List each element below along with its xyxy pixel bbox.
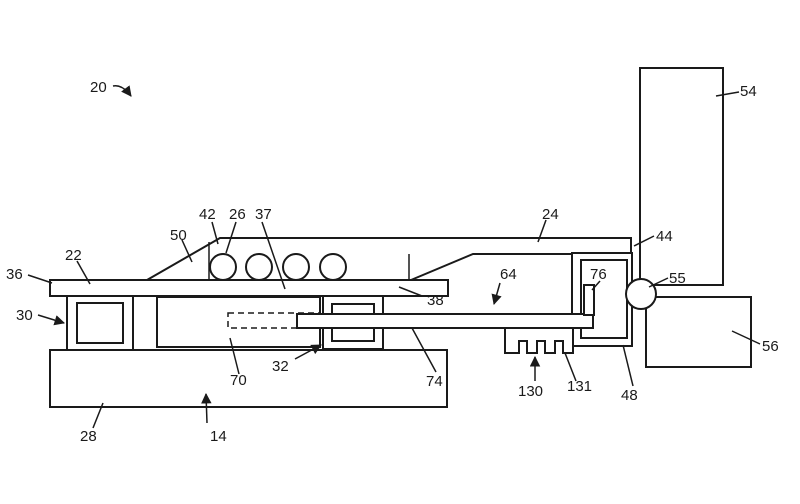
leader-28: [92, 402, 104, 429]
rod-end-pin: [583, 284, 595, 316]
ref-label-42: 42: [199, 206, 216, 223]
arrow-32: [294, 344, 322, 360]
ref-label-36: 36: [6, 266, 23, 283]
leader-37: [261, 221, 286, 290]
leader-70: [229, 337, 240, 375]
base-block: [49, 349, 448, 408]
roller-1: [209, 253, 237, 281]
ref-label-131: 131: [567, 378, 592, 395]
leader-131: [564, 352, 577, 382]
roller-4: [319, 253, 347, 281]
ref-label-26: 26: [229, 206, 246, 223]
ref-label-54: 54: [740, 83, 757, 100]
leader-55: [648, 277, 669, 288]
ref-label-14: 14: [210, 428, 227, 445]
leader-36: [27, 274, 53, 284]
ref-label-48: 48: [621, 387, 638, 404]
ref-label-20: 20: [90, 79, 107, 96]
roller-2: [245, 253, 273, 281]
ref-label-64: 64: [500, 266, 517, 283]
actuator-piston-hidden: [227, 312, 321, 329]
ref-label-74: 74: [426, 373, 443, 390]
panel-54: [639, 67, 724, 286]
leader-74: [411, 327, 437, 373]
ref-label-44: 44: [656, 228, 673, 245]
block-30-inner: [76, 302, 124, 344]
ref-label-130: 130: [518, 383, 543, 400]
arrow-64: [491, 282, 502, 306]
arrow-30: [37, 314, 66, 326]
leader-26: [225, 221, 237, 254]
ref-label-32: 32: [272, 358, 289, 375]
plate: [49, 279, 449, 297]
ref-label-38: 38: [427, 292, 444, 309]
leader-22: [76, 260, 91, 285]
ref-label-37: 37: [255, 206, 272, 223]
leader-38: [398, 286, 423, 297]
leader-54: [715, 91, 740, 97]
leader-44: [633, 235, 655, 247]
top-member: [146, 237, 632, 281]
leader-24: [537, 219, 547, 243]
arrow-14: [201, 392, 212, 424]
ref-label-70: 70: [230, 372, 247, 389]
ref-label-56: 56: [762, 338, 779, 355]
ref-label-55: 55: [669, 270, 686, 287]
arrow-20: [112, 84, 132, 97]
roller-3: [282, 253, 310, 281]
leader-42: [211, 221, 219, 245]
leader-48: [622, 344, 634, 387]
leader-50: [181, 239, 193, 263]
ref-label-28: 28: [80, 428, 97, 445]
ref-label-22: 22: [65, 247, 82, 264]
ref-label-24: 24: [542, 206, 559, 223]
rod: [296, 313, 594, 329]
ref-label-30: 30: [16, 307, 33, 324]
rack-teeth: [504, 327, 574, 354]
ref-label-76: 76: [590, 266, 607, 283]
ref-label-50: 50: [170, 227, 187, 244]
leader-76: [591, 280, 601, 291]
leader-56: [731, 330, 761, 345]
pivot-55: [625, 278, 657, 310]
actuator-body: [156, 296, 321, 348]
